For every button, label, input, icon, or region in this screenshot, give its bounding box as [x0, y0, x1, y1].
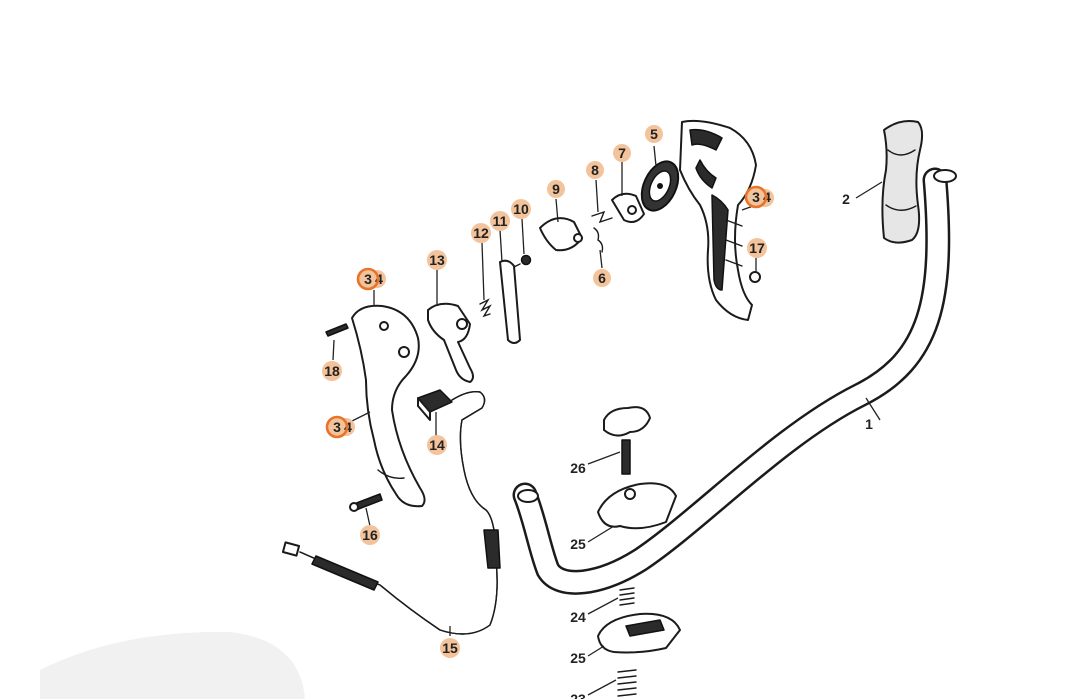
part-18-screw[interactable] [325, 323, 349, 337]
part-9-trigger[interactable] [539, 217, 583, 252]
callout-14: 14 [427, 435, 447, 455]
grip[interactable] [881, 120, 924, 244]
handlebar-tube[interactable] [512, 167, 957, 595]
callout-25-upper: 25 [570, 536, 586, 552]
callout-11: 11 [490, 211, 510, 231]
callout-26: 26 [570, 460, 586, 476]
callout-13-label: 13 [429, 252, 445, 268]
background-shadow [40, 631, 305, 699]
callout-24: 24 [570, 609, 586, 625]
callout-16-label: 16 [362, 527, 378, 543]
left-handle-housing[interactable] [351, 304, 426, 508]
part-8-spring[interactable] [591, 210, 613, 224]
callout-5: 5 [645, 125, 663, 143]
part-23-spring[interactable] [617, 669, 637, 697]
part-7-lever[interactable] [611, 192, 645, 223]
callout-6-label: 6 [598, 270, 606, 286]
part-6-clip[interactable] [593, 227, 604, 253]
callout-8: 8 [586, 161, 604, 179]
part-26-wing-bolt[interactable] [603, 406, 651, 475]
callout-24-label: 24 [570, 609, 586, 625]
leader-lines [332, 145, 883, 696]
callout-13: 13 [427, 250, 447, 270]
disc[interactable] [635, 156, 686, 217]
callout-3-4-right[interactable]: 3 4 [744, 185, 774, 209]
callout-10-label: 10 [513, 201, 529, 217]
callout-16: 16 [360, 525, 380, 545]
part-10-screw[interactable] [511, 254, 532, 269]
callout-3-4-upper-left[interactable]: 3 4 [356, 267, 386, 291]
callout-2-label: 2 [842, 191, 850, 207]
part-25-clamp-upper[interactable] [597, 482, 677, 530]
callout-12: 12 [471, 223, 491, 243]
part-24-spring[interactable] [619, 587, 635, 606]
part-13-switch[interactable] [427, 302, 474, 383]
part-25-clamp-lower[interactable] [597, 612, 681, 654]
callout-6: 6 [593, 269, 611, 287]
part-16-screw[interactable] [349, 493, 383, 512]
right-handle-housing[interactable] [679, 119, 757, 321]
callout-17: 17 [747, 238, 767, 258]
callout-14-label: 14 [429, 437, 445, 453]
callout-15: 15 [440, 638, 460, 658]
callout-7: 7 [613, 144, 631, 162]
callout-3-label: 3 [752, 189, 760, 205]
callout-3-4-lower-left[interactable]: 3 4 [325, 415, 355, 439]
callout-17-label: 17 [749, 240, 765, 256]
callout-3-label: 3 [333, 419, 341, 435]
callout-23: 23 [570, 691, 586, 699]
part-17-nut[interactable] [749, 271, 761, 283]
callout-7-label: 7 [618, 145, 626, 161]
callout-23-label: 23 [570, 691, 586, 699]
callout-9: 9 [547, 180, 565, 198]
callout-25-label: 25 [570, 650, 586, 666]
callout-25-label: 25 [570, 536, 586, 552]
callout-5-label: 5 [650, 126, 658, 142]
callout-8-label: 8 [591, 162, 599, 178]
callout-10: 10 [511, 199, 531, 219]
part-14-switch-block[interactable] [417, 389, 453, 421]
callout-15-label: 15 [442, 640, 458, 656]
part-15-cable[interactable] [281, 390, 501, 635]
callout-26-label: 26 [570, 460, 586, 476]
callout-18-label: 18 [324, 363, 340, 379]
callout-2: 2 [842, 191, 850, 207]
callout-1: 1 [865, 416, 873, 432]
callout-25-lower: 25 [570, 650, 586, 666]
callout-18: 18 [322, 361, 342, 381]
part-12-spring[interactable] [479, 298, 492, 318]
callout-9-label: 9 [552, 181, 560, 197]
callout-1-label: 1 [865, 416, 873, 432]
callout-11-label: 11 [493, 213, 508, 229]
part-11-lever[interactable] [499, 259, 521, 344]
callout-3-label: 3 [364, 271, 372, 287]
callout-12-label: 12 [473, 225, 489, 241]
